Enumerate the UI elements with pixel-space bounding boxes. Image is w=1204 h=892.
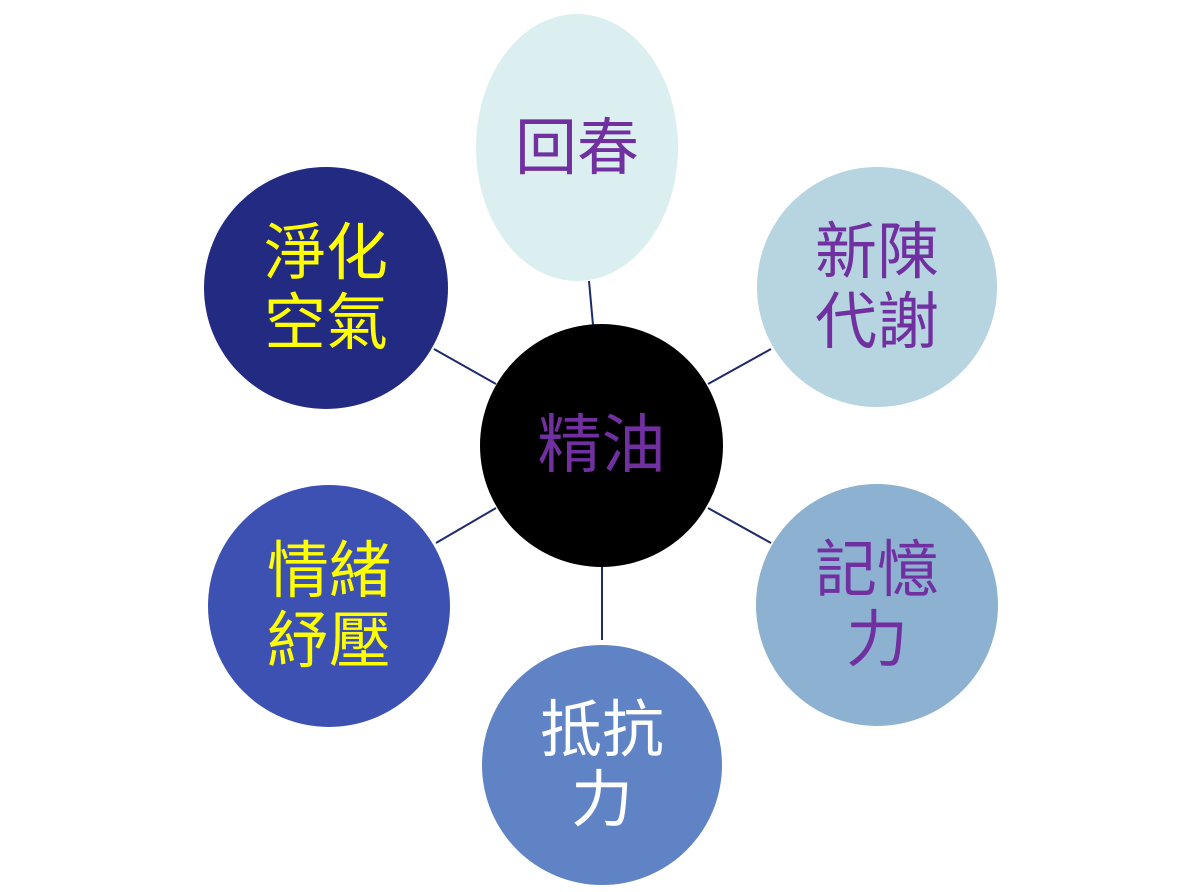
node-rejuvenation-label: 回春 — [514, 110, 639, 184]
link-air-purification — [433, 348, 497, 385]
center-label: 精油 — [537, 408, 666, 483]
node-stress-relief: 情緒 紓壓 — [208, 485, 450, 727]
node-memory-label: 記憶 力 — [814, 533, 939, 676]
node-resistance-label: 抵抗 力 — [539, 693, 664, 836]
link-stress-relief — [435, 507, 497, 544]
node-memory: 記憶 力 — [756, 484, 998, 726]
link-memory — [707, 507, 772, 544]
node-air-purification-label: 淨化 空氣 — [263, 216, 388, 359]
node-metabolism: 新陳 代謝 — [757, 167, 997, 407]
node-air-purification: 淨化 空氣 — [204, 167, 448, 409]
link-metabolism — [707, 348, 772, 385]
node-resistance: 抵抗 力 — [482, 645, 722, 885]
node-rejuvenation: 回春 — [476, 14, 678, 281]
link-rejuvenation — [588, 280, 594, 326]
node-metabolism-label: 新陳 代謝 — [814, 215, 939, 358]
node-essential-oil: 精油 — [480, 324, 723, 567]
node-stress-relief-label: 情緒 紓壓 — [266, 534, 391, 677]
